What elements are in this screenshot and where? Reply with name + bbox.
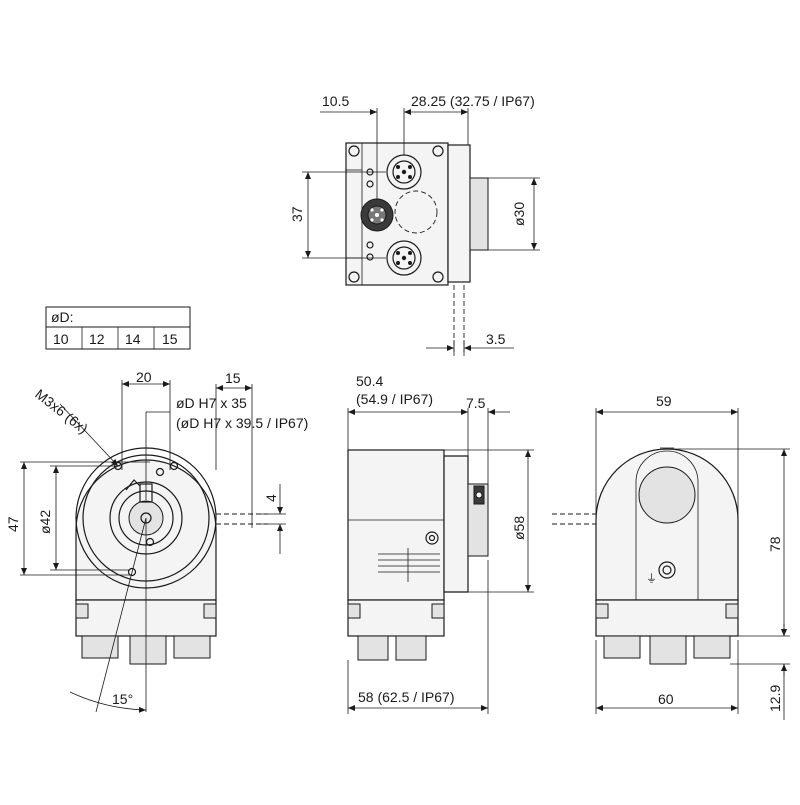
dim-right-height: 78 — [767, 536, 783, 552]
dim-side-len-1: 50.4 — [356, 373, 383, 389]
led-icon — [366, 253, 374, 261]
top-view-shaft-collar — [469, 177, 489, 251]
bore-table: øD: 10 12 14 15 — [45, 306, 191, 350]
optional-connector-outline — [394, 190, 438, 234]
dim-top-width-left: 10.5 — [322, 93, 349, 109]
dim-side-total: 58 (62.5 / IP67) — [358, 689, 455, 705]
right-view: ⏚ 59 60 78 12.9 — [552, 393, 790, 720]
dim-side-dia: ø58 — [511, 516, 527, 540]
dim-top-width-right: 28.25 (32.75 / IP67) — [411, 93, 535, 109]
screw-icon — [432, 271, 444, 283]
led-icon — [366, 241, 374, 249]
dim-right-width-bottom: 60 — [658, 691, 674, 707]
dim-side-flange: 7.5 — [466, 395, 486, 411]
dim-front-width: 20 — [136, 369, 152, 385]
top-view: 10.5 28.25 (32.75 / IP67) 37 ø30 3.5 — [289, 93, 540, 356]
ground-icon: ⏚ — [646, 572, 657, 585]
led-icon — [366, 180, 374, 188]
dim-front-height: 47 — [5, 516, 21, 532]
dim-front-shaft-len: 15 — [225, 370, 241, 386]
screw-icon — [348, 145, 360, 157]
screw-icon — [348, 271, 360, 283]
screw-hole-icon — [145, 537, 155, 547]
bore-table-cell: 12 — [89, 331, 105, 347]
side-view: 50.4 (54.9 / IP67) 7.5 ø58 58 (62.5 / IP… — [347, 373, 534, 714]
bore-table-header: øD: — [51, 309, 74, 325]
side-view-housing — [347, 449, 445, 601]
connector-icon — [386, 240, 422, 276]
screw-hole-icon — [155, 467, 165, 477]
front-view: 20 15 øD H7 x 35 (øD H7 x 39.5 / IP67) M… — [5, 369, 308, 713]
dim-front-key: 4 — [263, 494, 279, 502]
screw-icon — [432, 145, 444, 157]
top-view-flange — [447, 144, 471, 283]
screw-hole-icon — [169, 461, 179, 471]
dim-top-height: 37 — [289, 206, 305, 222]
dim-side-len-2: (54.9 / IP67) — [356, 391, 433, 407]
bore-table-cell: 14 — [125, 331, 141, 347]
dim-front-pcd: ø42 — [37, 510, 53, 534]
bore-table-cell: 15 — [162, 331, 178, 347]
dim-top-shaft-dia: ø30 — [511, 202, 527, 226]
dim-front-bore-1: øD H7 x 35 — [176, 395, 247, 411]
dim-right-width-top: 59 — [656, 393, 672, 409]
bore-table-cell: 10 — [53, 331, 69, 347]
dim-front-angle: 15° — [112, 691, 133, 707]
dim-front-bore-2: (øD H7 x 39.5 / IP67) — [176, 415, 308, 431]
screw-hole-icon — [127, 567, 137, 577]
dim-front-screws: M3x6 (6x) — [32, 386, 91, 437]
dim-right-conn-height: 12.9 — [767, 685, 783, 712]
dim-top-shaft-offset: 3.5 — [486, 331, 506, 347]
connector-icon — [360, 198, 394, 232]
